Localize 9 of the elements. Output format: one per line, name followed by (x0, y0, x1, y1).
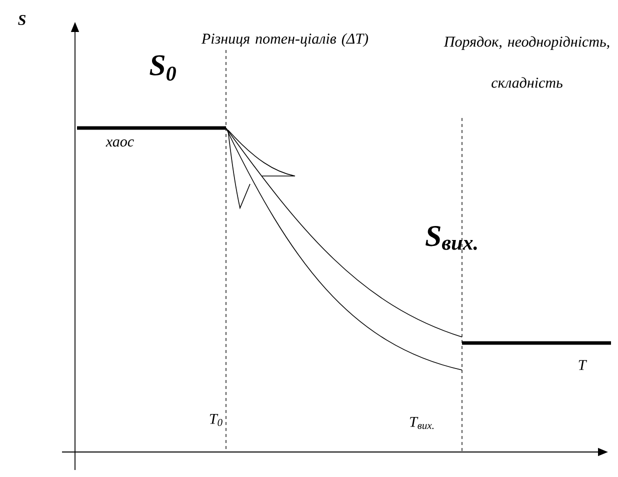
annotation-text: Порядок, неоднорідність, складність (444, 36, 610, 88)
annotation-text: Різниця потен-ціалів (ΔT) (201, 33, 368, 47)
level-label: S$_{0}$ (150, 55, 176, 81)
level-label: хаос (106, 139, 134, 147)
level-label: S$_{вих.}$ (426, 226, 477, 250)
tick-label: T$_{0}$ (210, 414, 222, 426)
axis-label: S (18, 14, 26, 26)
tick-label: T$_{вих.}$ (410, 416, 434, 430)
axis-label: T (578, 360, 588, 370)
